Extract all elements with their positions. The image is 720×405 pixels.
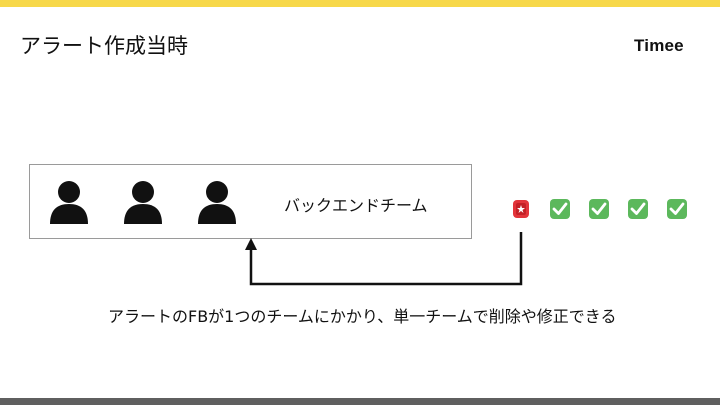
check-icon — [589, 199, 609, 219]
team-label: バックエンドチーム — [284, 196, 428, 215]
alert-icon — [513, 200, 529, 218]
person-icon — [124, 181, 162, 224]
person-icon — [50, 181, 88, 224]
person-icon — [198, 181, 236, 224]
check-icon — [667, 199, 687, 219]
page-title: アラート作成当時 — [20, 34, 188, 58]
check-icon — [628, 199, 648, 219]
bottom-bar — [0, 398, 720, 405]
brand-logo: Timee — [634, 36, 684, 55]
team-box — [29, 164, 472, 239]
top-accent-bar — [0, 0, 720, 7]
check-icon — [550, 199, 570, 219]
caption: アラートのFBが1つのチームにかかり、単一チームで削除や修正できる — [108, 307, 617, 326]
